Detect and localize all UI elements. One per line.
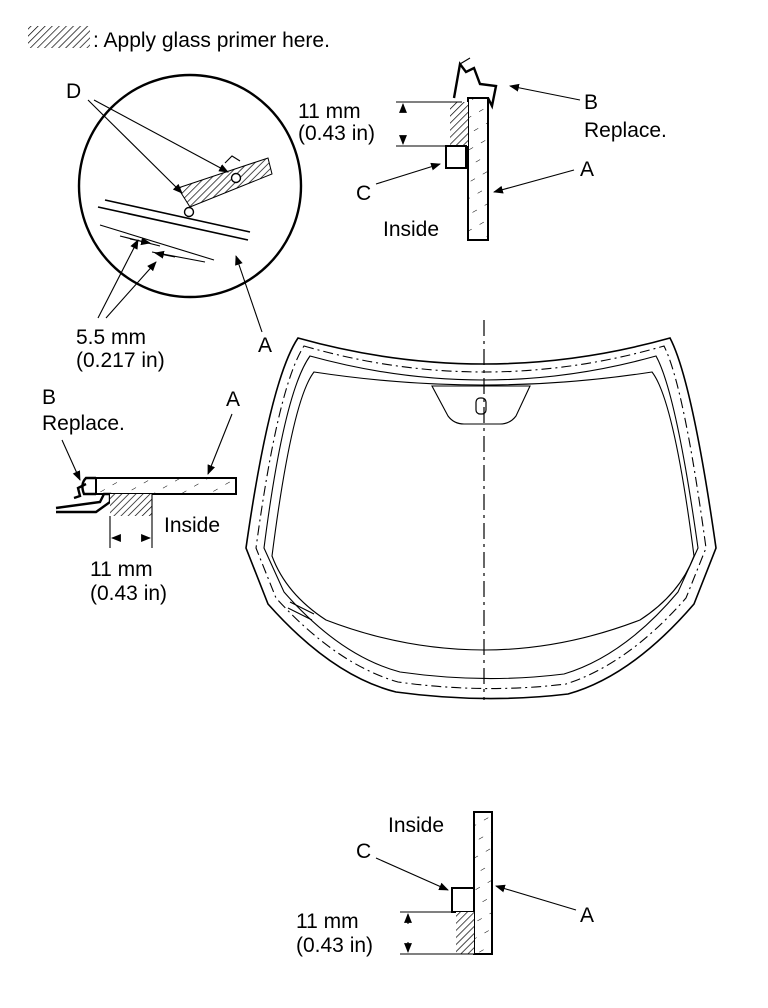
windshield-visible-area [271,371,695,651]
windshield-view [245,320,717,700]
hatch-swatch-icon [28,26,90,48]
adhesive-bead-top [445,145,467,169]
top-inside-label: Inside [383,218,439,241]
callout-label-d: D [66,80,81,103]
top-label-b: B [584,91,598,114]
legend-text: : Apply glass primer here. [93,29,330,52]
legend: : Apply glass primer here. [28,26,330,52]
bottom-dim-value: 11 mm [296,910,359,933]
glass-pane-side [95,477,237,495]
side-label-b: B [42,386,56,409]
top-label-c: C [356,182,371,205]
bottom-label-c: C [356,840,371,863]
top-note-replace: Replace. [584,119,667,142]
bottom-dim-imperial: (0.43 in) [296,934,373,957]
mirror-mount [431,385,531,425]
top-label-a: A [580,158,594,181]
side-inside-label: Inside [164,514,220,537]
top-section: 11 mm (0.43 in) B Replace. A C Inside [298,57,667,241]
dam-dot-upper [230,172,242,184]
top-dim-imperial: (0.43 in) [298,122,375,145]
side-note-replace: Replace. [42,412,125,435]
side-section: B Replace. A Inside 11 mm (0.43 in) [42,386,240,605]
adhesive-bead-bottom [451,887,475,913]
bottom-inside-label: Inside [388,814,444,837]
glass-pane-top [467,97,489,241]
glass-pane-bottom [473,811,493,955]
windshield-primer-band [263,355,699,680]
bottom-section: Inside C A 11 mm (0.43 in) [296,811,594,957]
windshield-molding [255,345,707,690]
dam-dot-lower [183,206,195,218]
side-label-a: A [226,388,240,411]
top-dim-value: 11 mm [298,100,361,123]
windshield-outer-edge [245,337,717,700]
callout-dim-value: 5.5 mm [76,326,146,349]
callout-dim-imperial: (0.217 in) [76,349,165,372]
primer-area-top [450,102,468,146]
side-dim-value: 11 mm [90,558,153,581]
primer-area-side [110,494,152,516]
bottom-label-a: A [580,904,594,927]
primer-area-bottom [456,912,474,954]
side-dim-imperial: (0.43 in) [90,582,167,605]
callout-label-a: A [258,334,272,357]
primer-detail-callout: D 5.5 mm (0.217 in) A [66,73,303,372]
